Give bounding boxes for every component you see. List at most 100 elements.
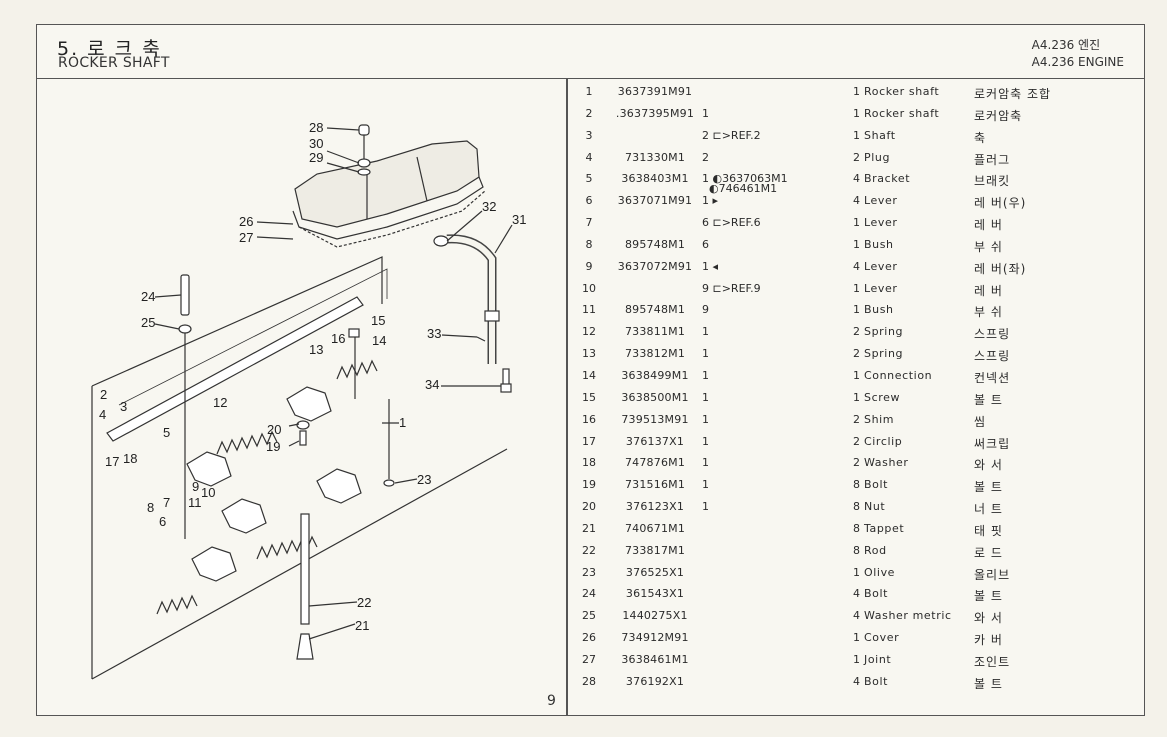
callout-24: 24 [141,289,155,304]
part-code: 739513M91 [621,412,689,426]
part-reference: 1 [702,390,709,404]
part-number-index: 20 [582,500,596,514]
part-reference: 1 [702,412,709,426]
part-quantity: 1 [853,631,860,645]
bracket-bolt [180,274,190,316]
part-number-index: 24 [582,587,596,601]
part-code: 3638461M1 [621,652,689,666]
callout-29: 29 [309,150,323,165]
callout-18: 18 [123,451,137,466]
part-reference: 2 [702,150,709,164]
callout-9: 9 [192,479,199,494]
part-code: 3638500M1 [621,390,689,404]
part-description-korean: 볼 트 [974,589,1003,604]
rocker-shaft-illustration: 28 30 29 26 27 32 31 33 34 24 25 15 16 1… [91,120,526,680]
part-code: 747876M1 [624,456,686,470]
part-number-index: 16 [582,412,596,426]
part-description-korean: 와 서 [974,458,1003,473]
part-description-korean: 태 핏 [974,523,1003,538]
part-quantity: 4 [853,587,860,601]
callout-3: 3 [120,399,127,414]
part-quantity: 4 [853,674,860,688]
part-number-index: 10 [582,281,596,295]
part-quantity: 1 [853,652,860,666]
part-reference: 1 [702,106,709,120]
part-description-korean: 올리브 [974,567,1011,582]
callout-6: 6 [159,514,166,529]
part-description: Spring [864,325,904,339]
part-code: 733817M1 [624,543,686,557]
part-number-index: 26 [582,631,596,645]
part-description-korean: 부 쉬 [974,305,1003,320]
part-description: Lever [864,194,898,208]
part-description: Connection [864,368,933,382]
part-quantity: 2 [853,325,860,339]
part-number-index: 18 [582,456,596,470]
part-description: Tappet [864,521,905,535]
rocker-shaft [106,296,364,442]
part-quantity: 1 [853,390,860,404]
part-quantity: 2 [853,412,860,426]
part-description-korean: 볼 트 [974,480,1003,495]
callout-12: 12 [213,395,227,410]
part-description: Washer metric [864,609,952,623]
part-description-korean: 스프링 [974,327,1011,342]
section-title-korean: 5. 로 크 축 [57,38,162,60]
callout-2: 2 [100,387,107,402]
part-description: Rocker shaft [864,85,940,98]
part-description: Joint [864,652,892,666]
part-quantity: 2 [853,150,860,164]
callout-15: 15 [371,313,385,328]
part-description: Screw [864,390,901,404]
cover-bolt [358,124,370,136]
callout-8: 8 [147,500,154,515]
callout-31: 31 [512,212,526,227]
part-code: 733811M1 [624,325,686,339]
callout-19: 19 [266,439,280,454]
part-number-index: 28 [582,674,596,688]
part-quantity: 4 [853,259,860,273]
part-number-index: 19 [582,478,596,492]
part-quantity: 2 [853,347,860,361]
tappet [296,633,314,660]
part-code: 895748M1 [624,303,686,317]
spring [216,430,278,455]
part-reference: 1 [702,347,709,361]
part-reference: 1 [702,434,709,448]
part-number-index: 4 [585,150,593,164]
part-description-korean: 써크립 [974,436,1011,451]
part-number-index: 22 [582,543,596,557]
part-reference: 1 [702,325,709,339]
callout-16: 16 [331,331,345,346]
part-description: Bolt [864,478,889,492]
part-description-korean: 플러그 [974,152,1011,167]
part-reference: 6 ⊏>REF.6 [702,216,761,230]
part-number-index: 6 [585,194,593,208]
callout-10: 10 [201,485,215,500]
part-description: Bolt [864,674,889,688]
part-description: Bush [864,303,894,317]
part-number-index: 13 [582,347,596,361]
part-quantity: 1 [853,216,860,230]
part-code: 376123X1 [625,500,685,514]
callout-1: 1 [399,415,406,430]
callout-7: 7 [163,495,170,510]
part-description: Rocker shaft [864,106,940,120]
part-code: 376192X1 [625,674,685,688]
callout-14: 14 [372,333,386,348]
part-code: 376137X1 [625,434,685,448]
part-code: 733812M1 [624,347,686,361]
